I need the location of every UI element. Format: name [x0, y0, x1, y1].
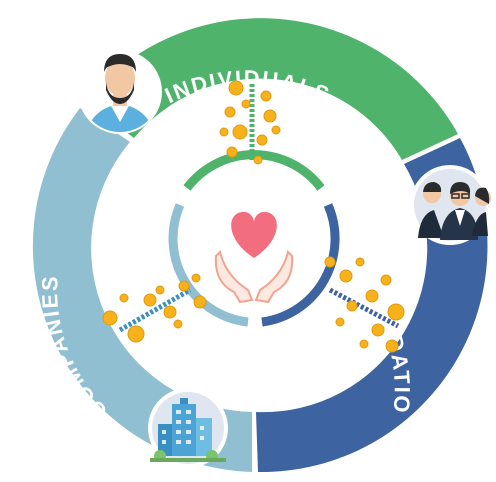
coin-icon — [271, 125, 281, 135]
coin-icon — [355, 257, 365, 267]
companies-segment — [32, 108, 252, 472]
individuals-segment — [85, 18, 458, 161]
coin-icon — [119, 293, 129, 303]
coin-icon — [127, 325, 145, 343]
coin-flow-right — [324, 256, 405, 353]
coin-icon — [371, 323, 385, 337]
coin-icon — [346, 300, 358, 312]
coin-icon — [241, 99, 251, 109]
coin-icon — [387, 303, 405, 321]
coin-icon — [155, 285, 165, 295]
coin-icon — [178, 280, 190, 292]
coin-stream — [328, 287, 400, 329]
coin-icon — [224, 106, 236, 118]
coin-icon — [263, 109, 277, 123]
coin-icon — [228, 80, 244, 96]
heart-in-hands-icon — [214, 211, 294, 304]
coin-icon — [219, 127, 229, 137]
coin-flow-left — [102, 273, 207, 343]
coin-icon — [335, 317, 345, 327]
group-of-people-icon — [410, 165, 491, 245]
coin-icon — [385, 339, 399, 353]
coin-icon — [253, 155, 263, 165]
coin-icon — [256, 134, 268, 146]
inner-foundations-arc — [261, 203, 340, 327]
coin-icon — [193, 295, 207, 309]
coin-icon — [260, 90, 272, 102]
coin-icon — [380, 274, 392, 286]
coin-stream — [118, 287, 192, 333]
coin-icon — [173, 319, 183, 329]
coin-icon — [102, 310, 118, 326]
coin-flow-top — [219, 80, 281, 165]
coin-icon — [365, 289, 379, 303]
coin-icon — [191, 273, 201, 283]
coin-icon — [324, 256, 336, 268]
coin-icon — [359, 339, 369, 349]
coin-icon — [339, 269, 353, 283]
coin-icon — [143, 293, 157, 307]
coin-icon — [226, 146, 238, 158]
coin-icon — [232, 124, 248, 140]
office-building-icon — [148, 388, 228, 468]
coin-icon — [163, 305, 177, 319]
